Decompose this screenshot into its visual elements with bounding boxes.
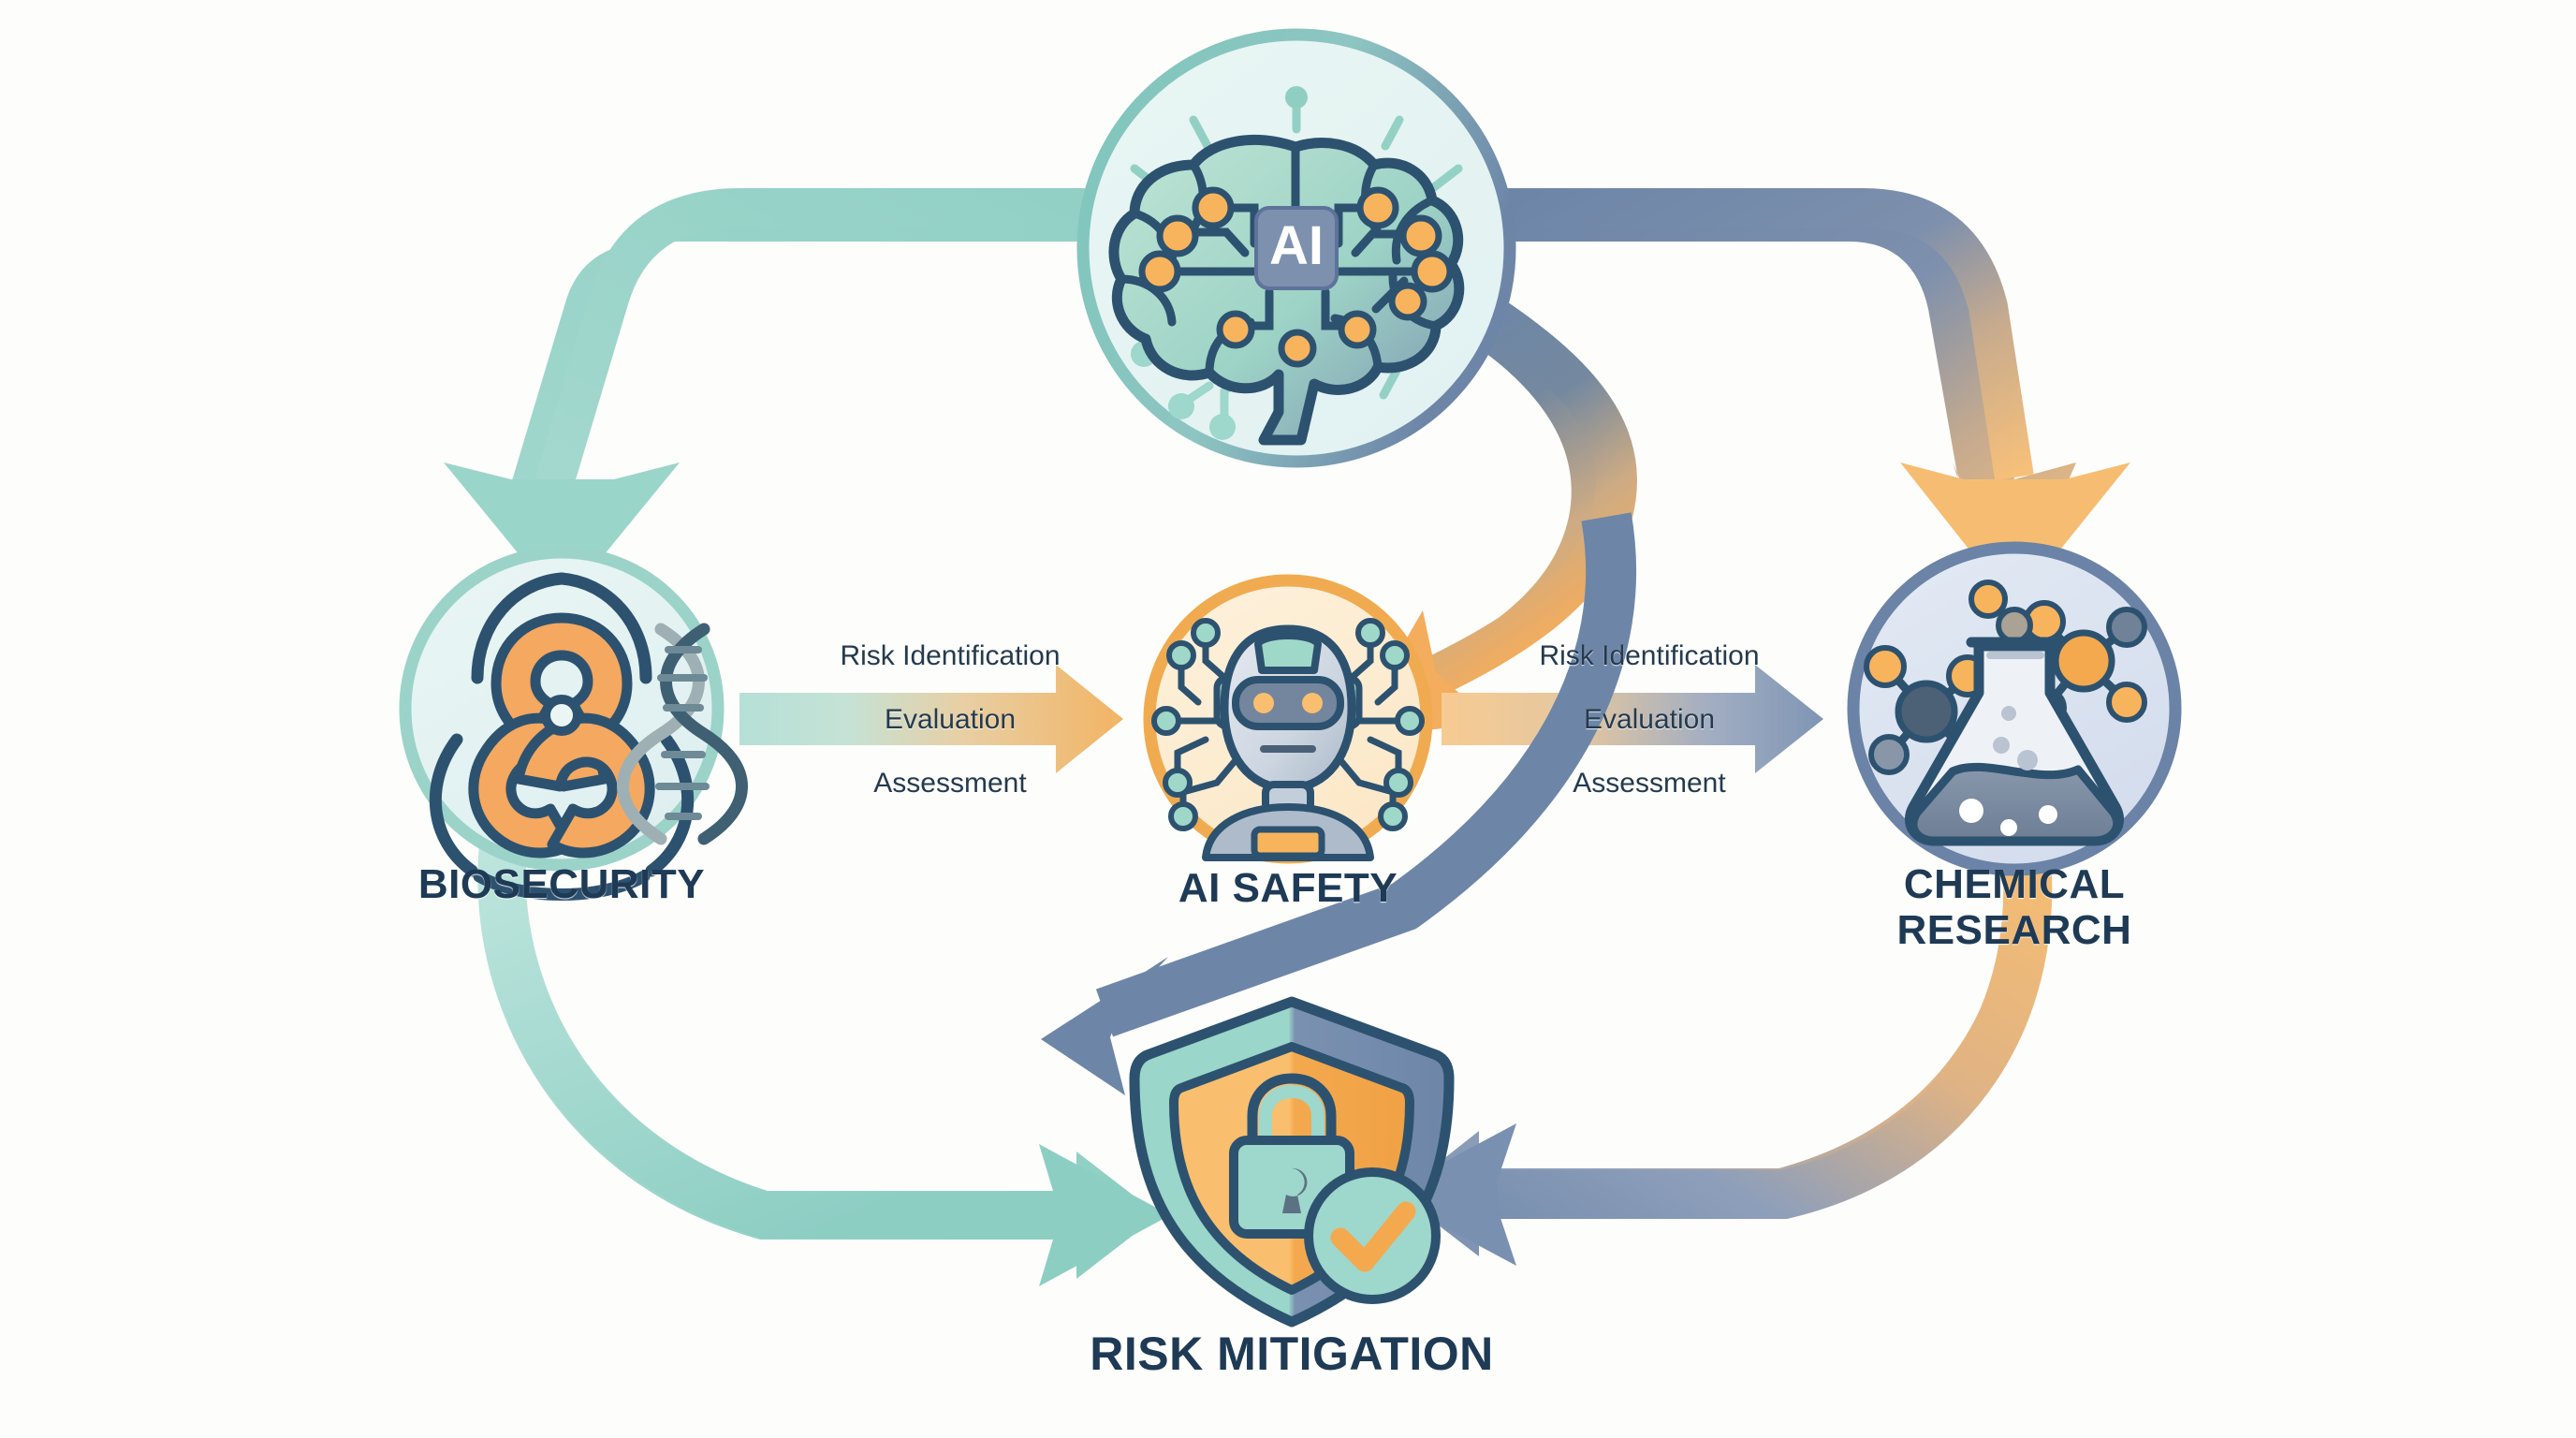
ai-chip-text: AI	[1269, 215, 1324, 276]
flow-down-to-risk-mitigation	[1041, 512, 1637, 1095]
node-ai-brain[interactable]: AI	[1076, 28, 1516, 468]
flow-ai-safety-to-chemical	[1442, 665, 1823, 773]
node-ai-safety[interactable]	[1143, 574, 1433, 864]
flow-brain-to-biosecurity	[444, 188, 1086, 607]
flow-chemical-to-risk-mitigation	[1383, 845, 2053, 1266]
flow-brain-to-chemical	[1507, 188, 2130, 607]
brain-ai-chip-icon: AI	[1108, 86, 1465, 446]
flask-molecule-icon	[1864, 580, 2147, 846]
node-chemical-research[interactable]	[1847, 541, 2182, 876]
flow-biosecurity-to-risk-mitigation	[477, 844, 1170, 1286]
node-biosecurity[interactable]	[399, 546, 748, 901]
node-risk-mitigation[interactable]	[1129, 996, 1455, 1328]
flow-biosecurity-to-ai-safety	[739, 665, 1123, 773]
biohazard-dna-icon	[429, 572, 748, 901]
robot-circuit-icon	[1151, 618, 1425, 861]
shield-lock-check-icon	[1129, 996, 1455, 1328]
